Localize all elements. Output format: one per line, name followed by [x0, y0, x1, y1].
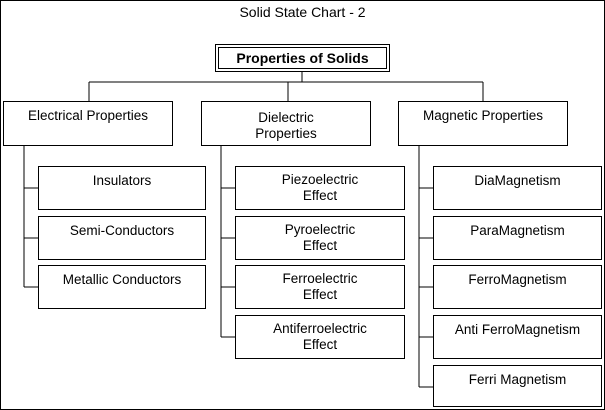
leaf-pyroelectric-effect: Pyroelectric Effect: [235, 216, 405, 260]
leaf-ferroelectric-effect: Ferroelectric Effect: [235, 265, 405, 309]
leaf-ferromagnetism: FerroMagnetism: [433, 265, 602, 309]
leaf-metallic-conductors: Metallic Conductors: [38, 265, 206, 309]
leaf-piezoelectric-effect: Piezoelectric Effect: [235, 166, 405, 210]
category-magnetic: Magnetic Properties: [398, 101, 568, 146]
leaf-anti-ferromagnetism: Anti FerroMagnetism: [433, 315, 602, 359]
leaf-antiferroelectric-effect: Antiferroelectric Effect: [235, 315, 405, 359]
leaf-diamagnetism: DiaMagnetism: [433, 166, 602, 210]
root-node-label: Properties of Solids: [218, 47, 387, 69]
leaf-ferri-magnetism: Ferri Magnetism: [433, 365, 602, 407]
leaf-semi-conductors: Semi-Conductors: [38, 216, 206, 260]
category-dielectric: Dielectric Properties: [201, 101, 371, 146]
root-node: Properties of Solids: [215, 44, 390, 72]
chart-title: Solid State Chart - 2: [239, 4, 366, 20]
category-electrical: Electrical Properties: [3, 101, 173, 146]
leaf-insulators: Insulators: [38, 166, 206, 210]
leaf-paramagnetism: ParaMagnetism: [433, 216, 602, 260]
